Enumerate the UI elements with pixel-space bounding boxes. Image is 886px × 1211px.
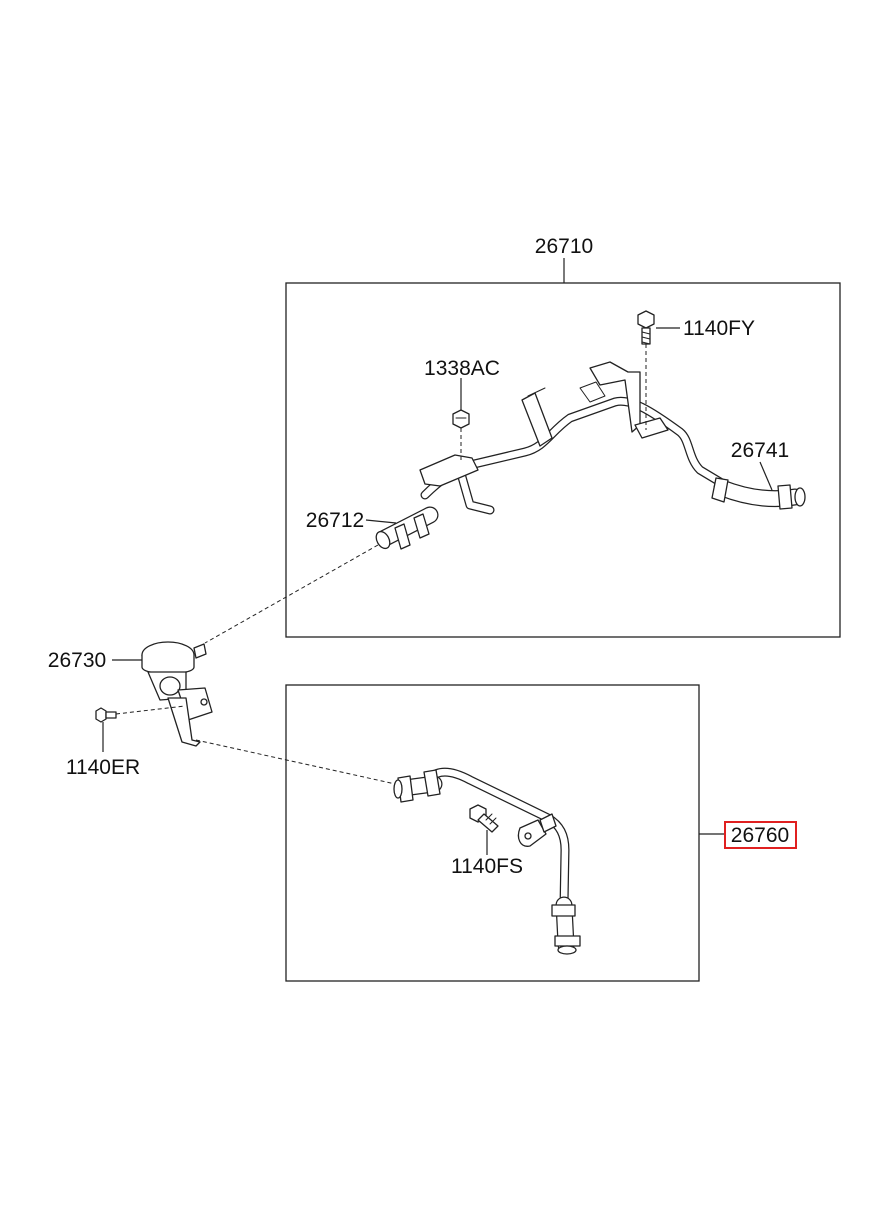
part-label-26712[interactable]: 26712	[306, 509, 364, 532]
part-label-1338AC[interactable]: 1338AC	[424, 357, 500, 380]
part-label-1140FS[interactable]: 1140FS	[451, 855, 523, 878]
connector-26712-26730	[204, 544, 379, 644]
leader-26741	[759, 461, 773, 491]
nut-1338AC	[452, 378, 470, 462]
leader-26712	[365, 519, 397, 524]
pipe-26710	[419, 361, 730, 515]
highlight-box	[724, 821, 797, 849]
part-label-26710[interactable]: 26710	[535, 235, 593, 258]
part-label-26760[interactable]: 26760	[731, 824, 789, 847]
hose-26741	[711, 461, 806, 510]
part-label-1140FY[interactable]: 1140FY	[683, 317, 755, 340]
assembly-26710-frame	[285, 282, 841, 638]
connector-26730-26760	[195, 739, 401, 786]
hose-26712	[365, 506, 439, 550]
part-label-26730[interactable]: 26730	[48, 649, 106, 672]
pipe-26760	[393, 767, 581, 955]
assembly-26760: 1140FS	[285, 684, 724, 982]
part-label-1140ER[interactable]: 1140ER	[66, 756, 140, 779]
valve-26730	[112, 641, 213, 747]
bolt-1140FS	[469, 804, 499, 855]
assembly-26760-frame	[285, 684, 700, 982]
part-label-26741[interactable]: 26741	[731, 439, 789, 462]
bolt-1140ER	[95, 705, 186, 752]
bolt-1140FY	[637, 310, 680, 430]
assembly-26710: 26710 26712	[285, 235, 841, 638]
highlighted-part-26760[interactable]: 26760	[724, 821, 797, 849]
